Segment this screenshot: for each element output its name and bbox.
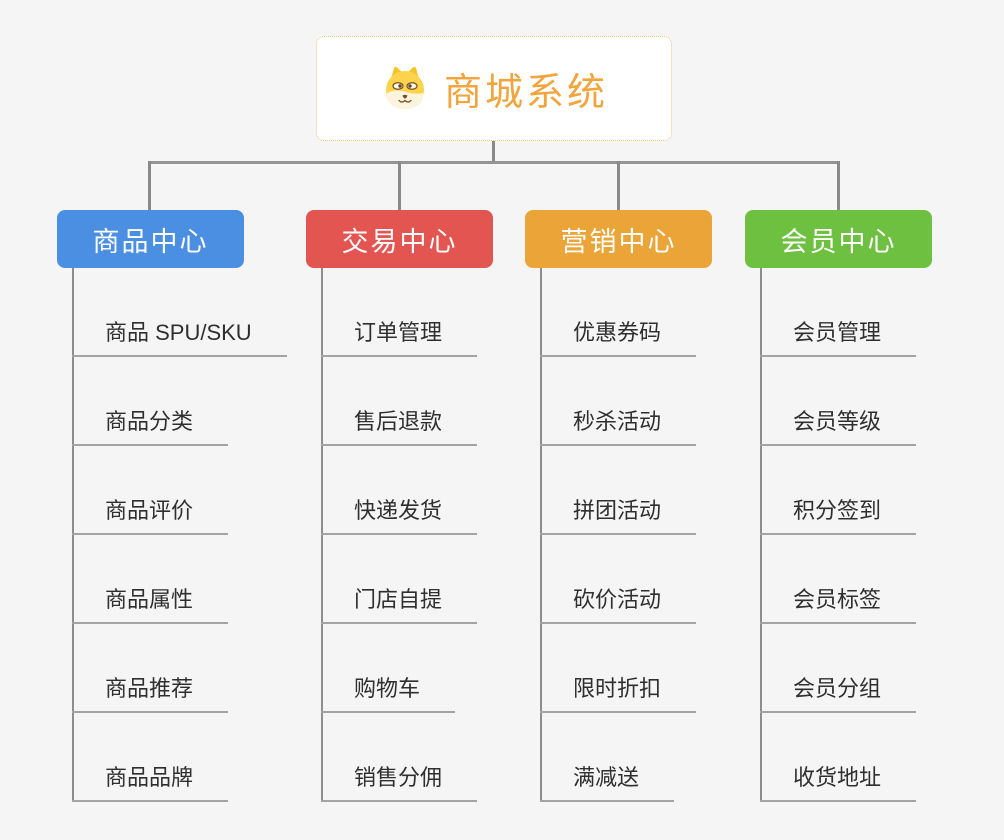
connector-drop-3 (617, 161, 620, 210)
leaf-item[interactable]: 购物车 (321, 673, 456, 713)
leaf-item[interactable]: 商品品牌 (72, 762, 229, 802)
leaf-item[interactable]: 商品属性 (72, 584, 229, 624)
branch-header-marketing[interactable]: 营销中心 (525, 210, 712, 268)
leaf-item[interactable]: 会员标签 (760, 584, 917, 624)
branch-trunk (321, 268, 323, 802)
connector-drop-4 (837, 161, 840, 210)
leaf-item[interactable]: 会员等级 (760, 406, 917, 446)
leaf-item[interactable]: 拼团活动 (540, 495, 697, 535)
leaf-item[interactable]: 商品推荐 (72, 673, 229, 713)
leaf-item[interactable]: 会员管理 (760, 317, 917, 357)
branch-member-center: 会员中心 会员管理 会员等级 积分签到 会员标签 会员分组 收货地址 (745, 210, 1004, 810)
branch-header-trade[interactable]: 交易中心 (306, 210, 493, 268)
root-title: 商城系统 (443, 72, 608, 114)
leaf-item[interactable]: 门店自提 (321, 584, 478, 624)
connector-drop-2 (398, 161, 401, 210)
shiba-dog-icon (385, 66, 424, 109)
leaf-item[interactable]: 优惠券码 (540, 317, 697, 357)
leaf-item[interactable]: 快递发货 (321, 495, 478, 535)
leaf-item[interactable]: 满减送 (540, 762, 675, 802)
connector-root-stem (492, 141, 495, 163)
leaf-item[interactable]: 秒杀活动 (540, 406, 697, 446)
branch-marketing-center: 营销中心 优惠券码 秒杀活动 拼团活动 砍价活动 限时折扣 满减送 (525, 210, 785, 810)
leaf-item[interactable]: 积分签到 (760, 495, 917, 535)
branch-header-product[interactable]: 商品中心 (57, 210, 244, 268)
branch-trunk (72, 268, 74, 802)
branch-trade-center: 交易中心 订单管理 售后退款 快递发货 门店自提 购物车 销售分佣 (306, 210, 566, 810)
branch-header-member[interactable]: 会员中心 (745, 210, 932, 268)
branch-trunk (760, 268, 762, 802)
leaf-item[interactable]: 订单管理 (321, 317, 478, 357)
leaf-item[interactable]: 销售分佣 (321, 762, 478, 802)
leaf-item[interactable]: 商品分类 (72, 406, 229, 446)
leaf-item[interactable]: 会员分组 (760, 673, 917, 713)
connector-rail (148, 161, 840, 164)
leaf-item[interactable]: 售后退款 (321, 406, 478, 446)
leaf-item[interactable]: 商品评价 (72, 495, 229, 535)
branch-product-center: 商品中心 商品 SPU/SKU 商品分类 商品评价 商品属性 商品推荐 商品品牌 (57, 210, 317, 810)
leaf-item[interactable]: 收货地址 (760, 762, 917, 802)
leaf-item[interactable]: 限时折扣 (540, 673, 697, 713)
branch-trunk (540, 268, 542, 802)
leaf-item[interactable]: 商品 SPU/SKU (72, 317, 287, 357)
leaf-item[interactable]: 砍价活动 (540, 584, 697, 624)
root-node[interactable]: 商城系统 (316, 36, 672, 141)
connector-drop-1 (148, 161, 151, 210)
